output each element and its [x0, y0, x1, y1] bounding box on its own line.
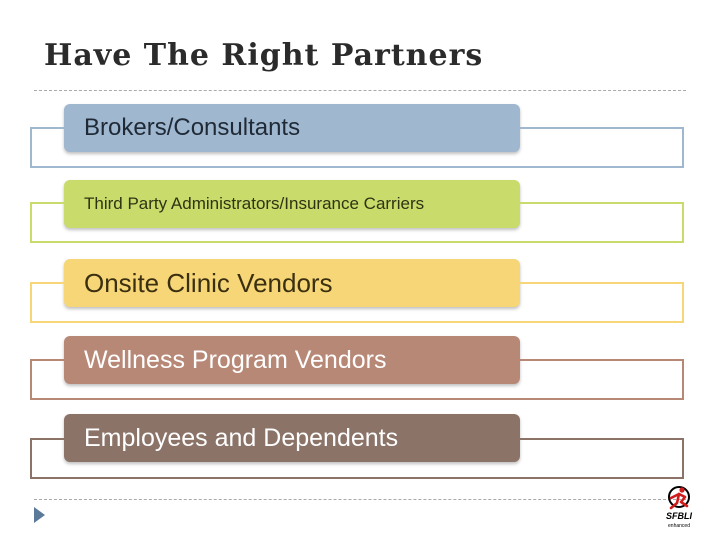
frame-stub-right-0 [520, 127, 684, 129]
frame-stub-left-2 [30, 282, 64, 284]
partner-pill-brokers: Brokers/Consultants [64, 104, 520, 152]
partner-frame-brokers [30, 128, 684, 168]
frame-stub-right-3 [520, 359, 684, 361]
partner-frame-clinic [30, 283, 684, 323]
partner-label: Brokers/Consultants [84, 114, 301, 141]
bottom-divider [34, 499, 686, 500]
partner-pill-tpa: Third Party Administrators/Insurance Car… [64, 180, 520, 228]
top-divider [34, 90, 686, 91]
frame-stub-left-1 [30, 202, 64, 204]
partner-label: Employees and Dependents [84, 423, 399, 452]
frame-stub-right-1 [520, 202, 684, 204]
frame-stub-right-4 [520, 438, 684, 440]
sfbli-logo: SFBLI enhanced [657, 484, 701, 534]
play-arrow-icon[interactable] [34, 507, 45, 523]
frame-stub-left-0 [30, 127, 64, 129]
partner-pill-clinic: Onsite Clinic Vendors [64, 259, 520, 307]
logo-subtext: enhanced [668, 523, 690, 529]
slide-title: Have The Right Partners [44, 38, 484, 73]
partner-frame-tpa [30, 203, 684, 243]
partner-label: Onsite Clinic Vendors [84, 267, 333, 298]
running-figure-logo-icon: SFBLI enhanced [666, 486, 692, 529]
partner-pill-employees: Employees and Dependents [64, 414, 520, 462]
frame-stub-left-4 [30, 438, 64, 440]
partner-label: Third Party Administrators/Insurance Car… [84, 194, 425, 213]
frame-stub-right-2 [520, 282, 684, 284]
partner-frame-employees [30, 439, 684, 479]
partner-label: Wellness Program Vendors [84, 345, 387, 374]
logo-text: SFBLI [666, 511, 692, 521]
partner-frame-wellness [30, 360, 684, 400]
partner-pill-wellness: Wellness Program Vendors [64, 336, 520, 384]
frame-stub-left-3 [30, 359, 64, 361]
